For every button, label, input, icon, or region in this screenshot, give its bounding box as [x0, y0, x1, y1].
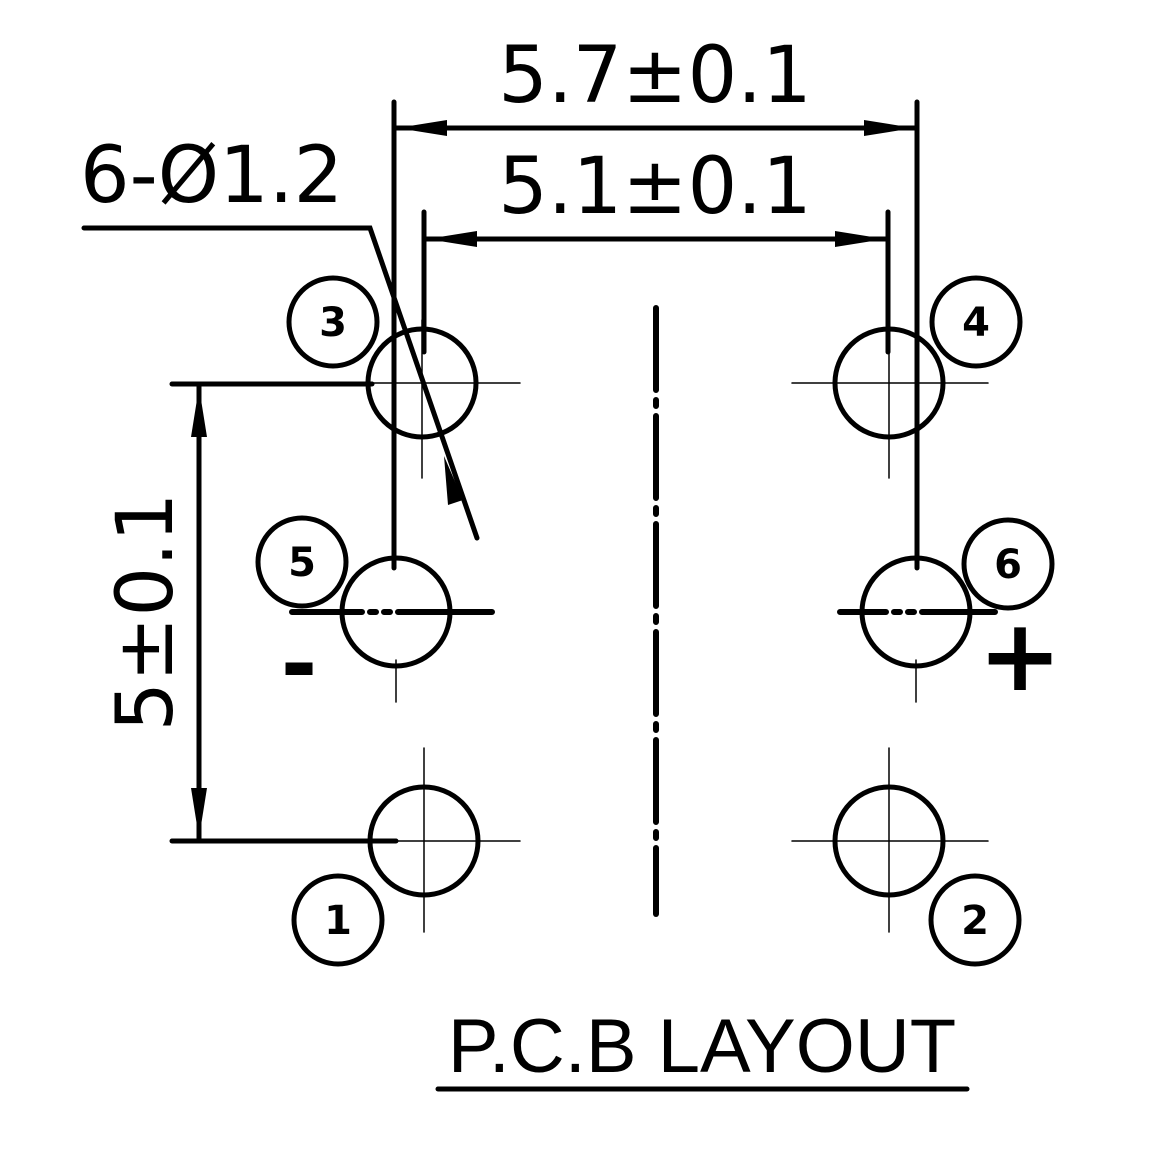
- minus-polarity-mark: -: [281, 612, 318, 715]
- pin-label-1: 1: [291, 873, 385, 967]
- pad-5: [289, 555, 495, 703]
- svg-text:3: 3: [319, 300, 347, 346]
- pin-label-5: 5: [255, 515, 349, 609]
- pitch-dimension: 5±0.1: [101, 381, 399, 844]
- pin-label-3: 3: [286, 275, 380, 369]
- pad-2: [791, 747, 989, 933]
- pin-label-4: 4: [929, 275, 1023, 369]
- inner-width-label: 5.1±0.1: [498, 142, 811, 232]
- pad-6: [837, 555, 998, 703]
- outer-width-dimension: 5.7±0.1: [391, 31, 920, 571]
- svg-text:4: 4: [962, 300, 990, 346]
- inner-width-dimension: 5.1±0.1: [421, 142, 891, 355]
- drawing-title: P.C.B LAYOUT: [448, 1004, 956, 1089]
- pin-label-6: 6: [961, 517, 1055, 611]
- hole-callout-label: 6-Ø1.2: [80, 131, 343, 221]
- pitch-label: 5±0.1: [101, 492, 191, 731]
- plus-polarity-mark: +: [978, 597, 1062, 714]
- hole-callout: 6-Ø1.2: [80, 131, 480, 541]
- svg-text:1: 1: [324, 898, 352, 944]
- pin-label-2: 2: [928, 873, 1022, 967]
- outer-width-label: 5.7±0.1: [498, 31, 811, 121]
- pad-3: [354, 319, 521, 479]
- svg-text:2: 2: [961, 898, 989, 944]
- svg-text:6: 6: [994, 542, 1022, 588]
- svg-text:5: 5: [288, 540, 316, 586]
